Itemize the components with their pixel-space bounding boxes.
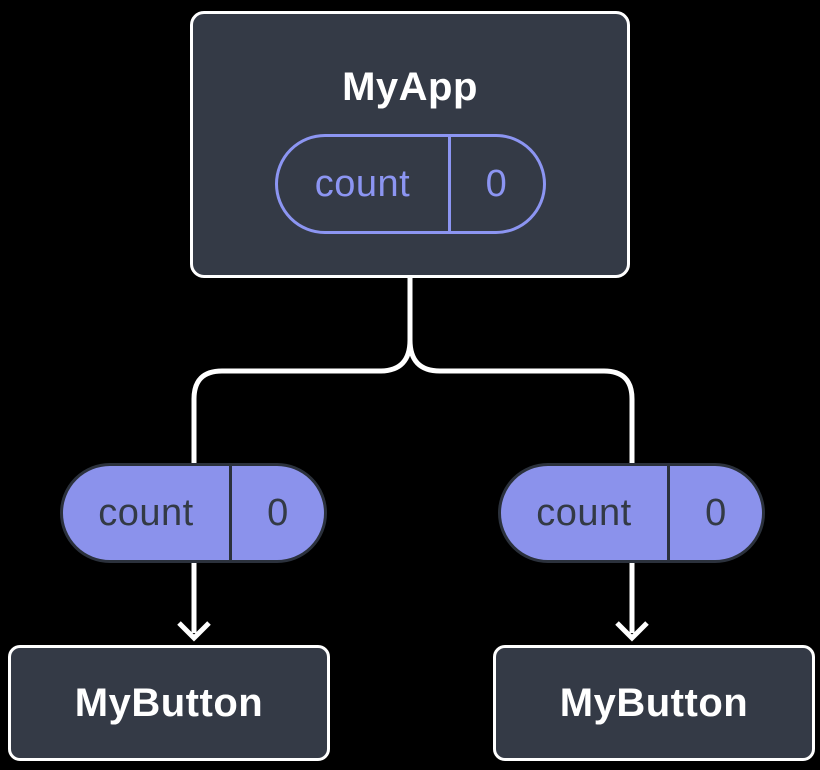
state-pill-left-child: count 0 (60, 463, 327, 563)
arrowhead-left-icon (177, 621, 211, 642)
state-pill-right-child: count 0 (498, 463, 765, 563)
state-pill-root: count 0 (274, 134, 546, 234)
component-title: MyButton (559, 681, 749, 725)
state-value: 0 (705, 491, 727, 534)
state-name: count (536, 491, 632, 534)
connector-left-branch (191, 270, 413, 633)
pill-divider (229, 466, 232, 560)
state-value: 0 (485, 162, 508, 205)
state-name: count (314, 162, 411, 205)
component-node-myapp: MyApp count 0 (190, 11, 630, 278)
state-name: count (98, 491, 194, 534)
component-node-mybutton-left: MyButton (8, 645, 330, 761)
arrowhead-right-icon (615, 621, 649, 642)
state-value: 0 (267, 491, 289, 534)
component-node-mybutton-right: MyButton (493, 645, 815, 761)
pill-divider (667, 466, 670, 560)
pill-divider (447, 137, 451, 231)
component-title: MyApp (342, 65, 478, 109)
component-title: MyButton (74, 681, 264, 725)
connector-right-branch (407, 270, 635, 633)
